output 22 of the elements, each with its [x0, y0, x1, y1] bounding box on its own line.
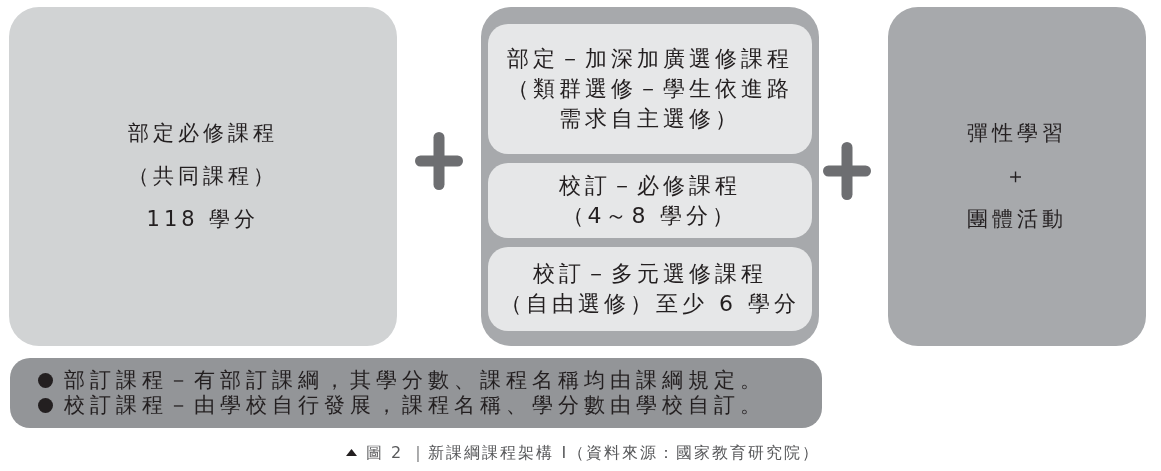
course-box	[888, 7, 1146, 346]
course-title: 部定必修課程	[128, 120, 278, 147]
course-title: 部定－加深加廣選修課程	[507, 45, 793, 73]
course-note: （自由選修）至少 6 學分	[500, 290, 800, 318]
course-box	[9, 7, 397, 346]
course-box	[488, 24, 812, 154]
course-note: 團體活動	[967, 206, 1067, 233]
course-title: 校訂－必修課程	[559, 171, 741, 200]
course-note: （類群選修－學生依進路需求自主選修）	[506, 75, 794, 133]
course-note: （共同課程）	[128, 163, 278, 190]
course-box	[488, 163, 812, 238]
course-note: （4～8 學分）	[561, 201, 739, 230]
course-box	[488, 247, 812, 331]
note-band	[10, 358, 822, 428]
course-title: 校訂－多元選修課程	[533, 260, 767, 288]
note-text: 校訂課程－由學校自行發展，課程名稱、學分數由學校自訂。	[64, 393, 766, 418]
note-text: 部訂課程－有部訂課綱，其學分數、課程名稱均由課綱規定。	[64, 368, 766, 393]
course-note: 118 學分	[146, 206, 260, 233]
group-panel	[481, 7, 819, 346]
course-note: ＋	[1004, 163, 1030, 190]
course-title: 彈性學習	[967, 120, 1067, 147]
figure-caption: 圖 2 ｜新課綱課程架構 I（資料來源：國家教育研究院）	[366, 442, 821, 464]
